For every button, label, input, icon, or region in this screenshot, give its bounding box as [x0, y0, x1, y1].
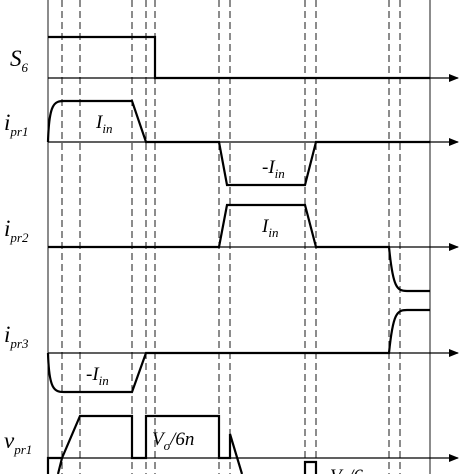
- vpr1-level-label: Vo/6n: [152, 429, 194, 453]
- ipr2-level-label: Iin: [261, 216, 278, 240]
- ipr3-label: ipr3: [4, 322, 29, 351]
- s6-waveform: [48, 35, 430, 80]
- vpr1-waveform: [46, 414, 244, 474]
- vpr1-partial-label: Vo/6: [330, 466, 363, 474]
- s6-label: S6: [10, 46, 29, 75]
- trace-ipr2: ipr2 Iin: [4, 203, 459, 293]
- trace-ipr1: ipr1 Iin -Iin: [4, 99, 459, 187]
- ipr2-label: ipr2: [4, 216, 29, 245]
- vpr1-waveform-tail-right: [303, 460, 318, 474]
- trace-ipr3: ipr3 -Iin: [4, 308, 459, 394]
- ipr3-waveform: [46, 308, 430, 394]
- ipr1-label: ipr1: [4, 110, 28, 139]
- timing-guides: [47, 0, 431, 474]
- vpr1-label: vpr1: [4, 428, 32, 457]
- vpr1-waveform-tail-left: [56, 457, 64, 474]
- ipr1-level-label: Iin: [95, 112, 112, 136]
- ipr1-waveform: [46, 99, 430, 187]
- ipr1-neg-level-label: -Iin: [262, 157, 285, 181]
- ipr3-neg-level-label: -Iin: [86, 364, 109, 388]
- trace-s6: S6: [10, 35, 459, 82]
- ipr2-waveform: [48, 203, 430, 293]
- trace-vpr1: vpr1 Vo/6n Vo/6: [4, 414, 459, 474]
